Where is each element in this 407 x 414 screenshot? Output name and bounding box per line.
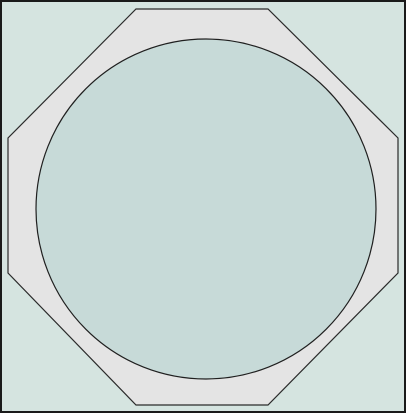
inner-circle (35, 38, 377, 380)
